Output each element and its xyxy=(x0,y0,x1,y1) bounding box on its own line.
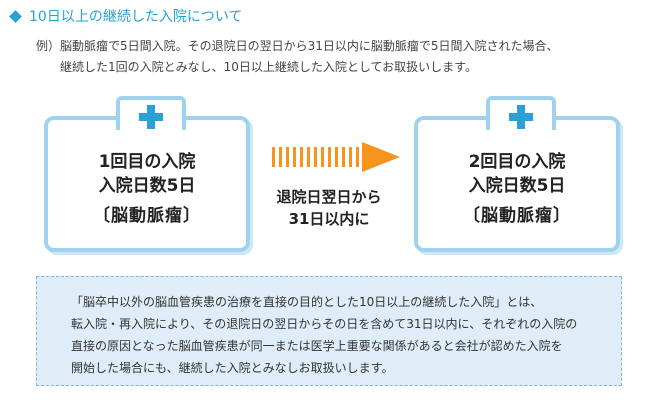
card-2-days: 入院日数5日 xyxy=(468,176,566,196)
arrow-label-line-2: 31日以内に xyxy=(288,210,370,228)
card-2-tab xyxy=(486,96,556,130)
note-line: 開始した場合にも、継続した入院とみなしお取扱いします。 xyxy=(71,361,394,375)
section-heading: 10日以上の継続した入院について xyxy=(8,6,242,26)
card-1-disease: 〔脳動脈瘤〕 xyxy=(93,206,201,226)
card-2-disease: 〔脳動脈瘤〕 xyxy=(463,206,571,226)
card-2-title: 2回目の入院 xyxy=(468,152,566,172)
section-title: 10日以上の継続した入院について xyxy=(29,9,243,25)
diamond-icon xyxy=(9,9,22,23)
medical-cross-icon xyxy=(139,105,163,129)
card-1-days: 入院日数5日 xyxy=(98,176,196,196)
example-line-1: 例）脳動脈瘤で5日間入院。その退院日の翌日から31日以内に脳動脈瘤で5日間入院さ… xyxy=(36,39,559,53)
arrow-label: 退院日翌日から 31日以内に xyxy=(254,186,404,230)
note-line: 「脳卒中以外の脳血管疾患の治療を直接の目的とした10日以上の継続した入院」とは、 xyxy=(71,295,543,309)
first-admission-card: 1回目の入院 入院日数5日 〔脳動脈瘤〕 xyxy=(44,116,250,252)
note-line: 直接の原因となった脳血管疾患が同一または医学上重要な関係があると会社が認めた入院… xyxy=(71,339,563,353)
medical-cross-icon xyxy=(509,105,533,129)
definition-note: 「脳卒中以外の脳血管疾患の治療を直接の目的とした10日以上の継続した入院」とは、… xyxy=(36,276,622,386)
card-1-title: 1回目の入院 xyxy=(98,152,196,172)
right-arrow-icon xyxy=(272,142,400,172)
second-admission-card: 2回目の入院 入院日数5日 〔脳動脈瘤〕 xyxy=(414,116,620,252)
example-text: 例）脳動脈瘤で5日間入院。その退院日の翌日から31日以内に脳動脈瘤で5日間入院さ… xyxy=(36,36,646,78)
note-line: 転入院・再入院により、その退院日の翌日からその日を含めて31日以内に、それぞれの… xyxy=(71,317,578,331)
example-line-2: 継続した1回の入院とみなし、10日以上継続した入院としてお取扱いします。 xyxy=(60,60,477,74)
arrow-label-line-1: 退院日翌日から xyxy=(276,188,382,206)
card-1-tab xyxy=(116,96,186,130)
